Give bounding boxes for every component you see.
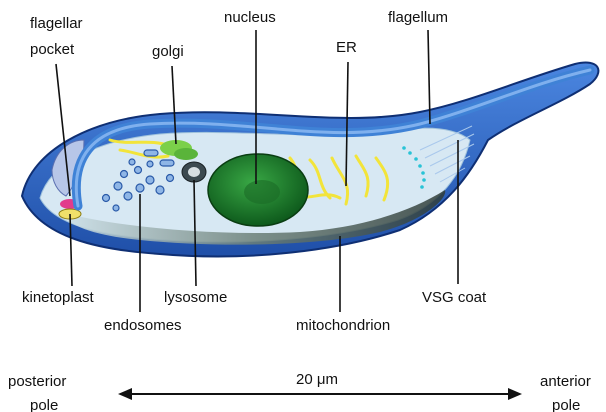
label-lysosome: lysosome [164, 289, 227, 306]
scale-length-label: 20 μm [296, 371, 338, 388]
label-kinetoplast: kinetoplast [22, 289, 95, 306]
label-endosomes: endosomes [104, 317, 182, 334]
label-flagellar-pocket-1: flagellar [30, 15, 83, 32]
label-mitochondrion: mitochondrion [296, 317, 390, 334]
label-vsg-coat: VSG coat [422, 289, 487, 306]
label-nucleus: nucleus [224, 9, 276, 26]
anterior-label-2: pole [552, 397, 580, 412]
posterior-label-1: posterior [8, 373, 66, 390]
anterior-label-1: anterior [540, 373, 591, 390]
label-golgi: golgi [152, 43, 184, 60]
label-flagellum: flagellum [388, 9, 448, 26]
label-er: ER [336, 39, 357, 56]
scale-arrow [118, 388, 522, 400]
label-flagellar-pocket-2: pocket [30, 41, 75, 58]
posterior-label-2: pole [30, 397, 58, 412]
nucleolus [244, 180, 280, 204]
